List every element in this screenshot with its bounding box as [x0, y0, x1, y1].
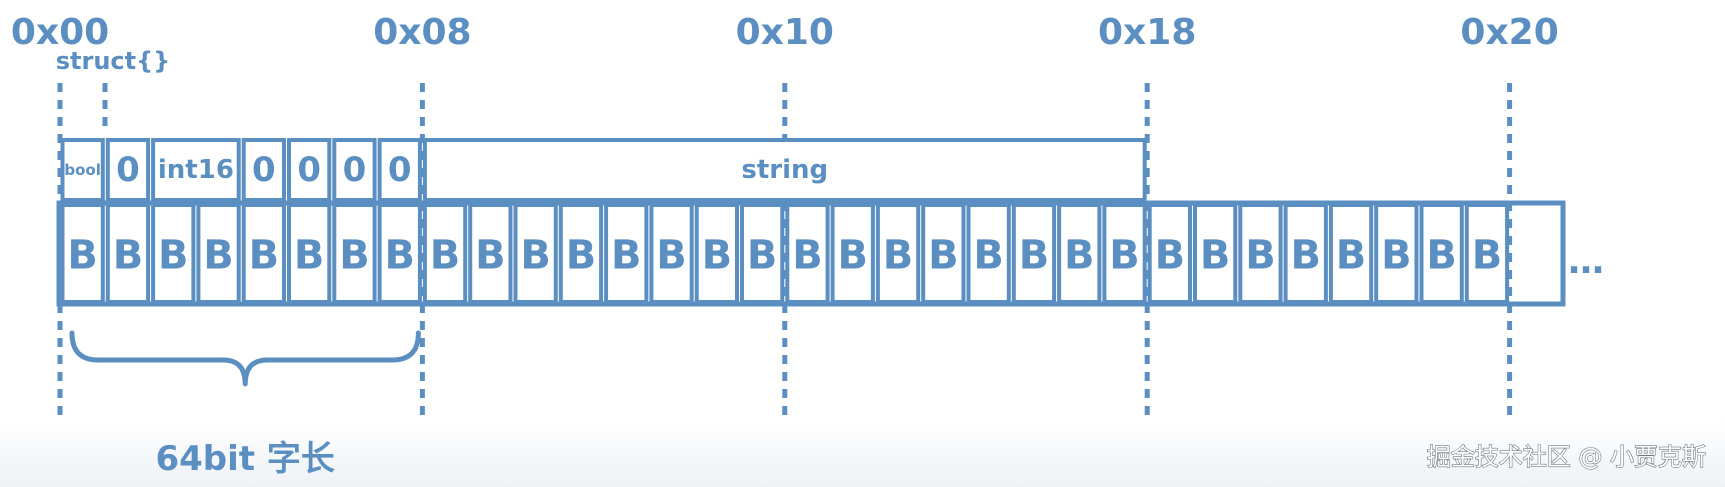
byte-cell: [241, 203, 286, 304]
byte-cell: [875, 203, 921, 304]
byte-cell: [1147, 203, 1192, 304]
byte-cell: [740, 203, 785, 304]
byte-label: B: [656, 233, 687, 279]
byte-cell: [966, 203, 1011, 304]
byte-cell: [649, 203, 694, 304]
byte-cell: [1464, 203, 1510, 304]
byte-label: B: [611, 233, 642, 279]
byte-cell: [377, 203, 422, 304]
address-label-0x20: 0x20: [1460, 12, 1558, 53]
field-box-7: [422, 138, 1147, 202]
byte-cell: [1374, 203, 1419, 304]
byte-label: B: [113, 233, 144, 279]
byte-cell: [422, 203, 468, 304]
byte-cell: [785, 203, 830, 304]
byte-label: B: [566, 233, 597, 279]
byte-label: B: [1109, 233, 1140, 279]
field-box-2: [151, 138, 241, 202]
field-box-0: [60, 138, 105, 202]
byte-cell: [196, 203, 241, 304]
byte-label: B: [430, 233, 461, 279]
byte-cell: [1057, 203, 1102, 304]
field-box-3: [241, 138, 286, 202]
byte-label: B: [1291, 233, 1322, 279]
field-label-0: 0: [252, 150, 276, 190]
byte-label: B: [1200, 233, 1231, 279]
byte-label: B: [973, 233, 1004, 279]
address-label-0x10: 0x10: [736, 12, 834, 53]
byte-label: B: [928, 233, 959, 279]
address-label-0x18: 0x18: [1098, 12, 1196, 53]
field-label-0: 0: [297, 150, 321, 190]
byte-label: B: [1426, 233, 1457, 279]
byte-cell: [151, 203, 196, 304]
byte-cell: [1419, 203, 1464, 304]
field-label-0: 0: [388, 150, 412, 190]
byte-label: B: [1064, 233, 1095, 279]
byte-label: B: [67, 233, 98, 279]
byte-label: B: [339, 233, 370, 279]
byte-label: B: [475, 233, 506, 279]
byte-cell: [1238, 203, 1283, 304]
address-label-0x08: 0x08: [373, 12, 471, 53]
byte-cell: [921, 203, 966, 304]
byte-label: B: [792, 233, 823, 279]
field-box-6: [377, 138, 422, 202]
byte-cell: [694, 203, 740, 304]
field-box-1: [105, 138, 151, 202]
byte-label: B: [883, 233, 914, 279]
field-label-int16: int16: [158, 155, 234, 185]
byte-label: B: [158, 233, 189, 279]
byte-label: B: [294, 233, 325, 279]
field-label-bool: bool: [64, 161, 101, 179]
byte-cell: [468, 203, 513, 304]
byte-cell: [1283, 203, 1328, 304]
byte-cell: [558, 203, 604, 304]
byte-label: B: [1245, 233, 1276, 279]
byte-label: B: [702, 233, 733, 279]
byte-cell: [1193, 203, 1238, 304]
byte-label: B: [838, 233, 869, 279]
byte-label: B: [520, 233, 551, 279]
field-box-5: [332, 138, 377, 202]
byte-cell: [1328, 203, 1374, 304]
byte-cell: [513, 203, 558, 304]
word-size-brace: [69, 330, 421, 387]
field-label-string: string: [741, 155, 828, 185]
byte-cell: [60, 203, 105, 304]
byte-label: B: [1381, 233, 1412, 279]
byte-label: B: [1019, 233, 1050, 279]
continuation-ellipsis: …: [1568, 241, 1604, 282]
byte-label: B: [1336, 233, 1367, 279]
field-label-0: 0: [116, 150, 140, 190]
byte-label: B: [203, 233, 234, 279]
byte-cell: [332, 203, 377, 304]
address-label-0x00: 0x00: [11, 12, 109, 53]
field-label-0: 0: [343, 150, 367, 190]
byte-cell: [1102, 203, 1147, 304]
address-labels: 0x00 0x08 0x10 0x18 0x20: [11, 12, 1559, 53]
byte-cell: [287, 203, 332, 304]
byte-label: B: [1155, 233, 1186, 279]
watermark: 掘金技术社区 @ 小贾克斯: [1427, 443, 1706, 471]
byte-cell: [1011, 203, 1057, 304]
byte-cell: [830, 203, 875, 304]
word-size-label: 64bit 字长: [155, 439, 334, 479]
struct-label: struct{}: [56, 47, 171, 75]
byte-label: B: [1472, 233, 1503, 279]
byte-cell: [105, 203, 151, 304]
byte-cell: [604, 203, 649, 304]
byte-label: B: [747, 233, 778, 279]
byte-label: B: [385, 233, 416, 279]
byte-label: B: [249, 233, 280, 279]
field-box-4: [287, 138, 332, 202]
